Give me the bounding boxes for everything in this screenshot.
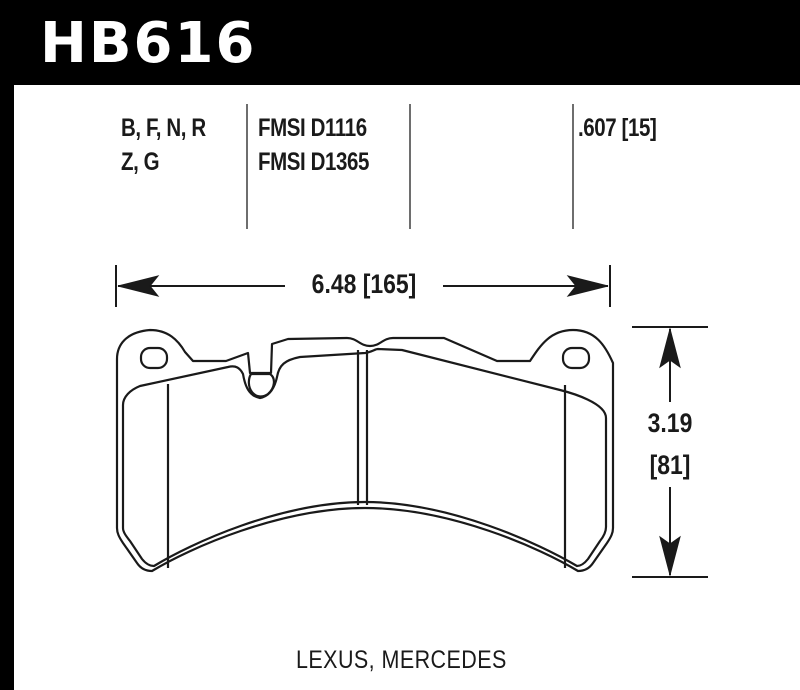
center-notch bbox=[247, 372, 275, 398]
height-dimension-line bbox=[632, 326, 708, 578]
header-banner bbox=[0, 0, 800, 85]
arrow-left-icon bbox=[117, 275, 160, 297]
height-dimension-inches: 3.19 bbox=[647, 408, 693, 438]
width-dimension-line bbox=[115, 265, 611, 307]
mounting-hole-right bbox=[561, 346, 591, 370]
backing-plate-outline bbox=[115, 328, 615, 573]
height-dimension-mm: [81] bbox=[649, 450, 691, 480]
arrow-down-icon bbox=[659, 535, 681, 577]
fmsi-code-line2: FMSI D1365 bbox=[258, 148, 369, 176]
vehicle-applications: LEXUS, MERCEDES bbox=[296, 646, 507, 674]
spec-dividers bbox=[246, 104, 574, 229]
pad-thickness-label: .607 [15] bbox=[578, 114, 657, 142]
compound-codes-line2: Z, G bbox=[121, 148, 160, 176]
left-frame-border bbox=[0, 0, 14, 690]
mounting-hole-left bbox=[139, 346, 169, 370]
arrow-up-icon bbox=[659, 327, 681, 369]
part-number-title: HB616 bbox=[40, 11, 257, 76]
friction-material-outline bbox=[121, 347, 608, 568]
fmsi-code-line1: FMSI D1116 bbox=[258, 114, 367, 142]
width-dimension-label: 6.48 [165] bbox=[311, 269, 417, 299]
compound-codes-line1: B, F, N, R bbox=[121, 114, 206, 142]
arrow-right-icon bbox=[566, 275, 609, 297]
